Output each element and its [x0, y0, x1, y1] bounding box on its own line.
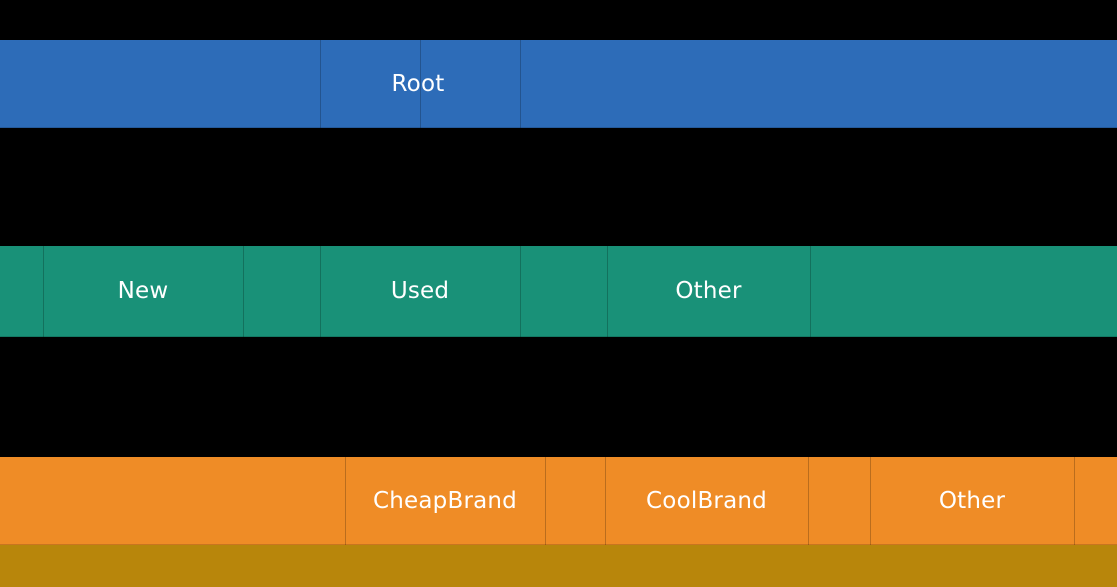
chart-node-brand-6[interactable] — [1074, 457, 1117, 545]
chart-node-brand-0[interactable] — [0, 457, 345, 545]
chart-node-label: New — [117, 278, 169, 304]
chart-node-label: CheapBrand — [373, 487, 517, 514]
chart-node-used[interactable]: Used — [320, 246, 520, 337]
chart-level-brand: CheapBrand CoolBrand Other — [0, 457, 1117, 545]
chart-level-condition: New Used Other — [0, 246, 1117, 337]
chart-node-leaf-0[interactable] — [0, 545, 1117, 587]
chart-level-root: Root — [0, 40, 1117, 128]
chart-node-root-2[interactable] — [420, 40, 520, 128]
chart-node-condition-4[interactable] — [520, 246, 607, 337]
chart-node-root-0[interactable] — [0, 40, 320, 128]
chart-node-cheapbrand[interactable]: CheapBrand — [345, 457, 545, 545]
chart-node-condition-2[interactable] — [243, 246, 320, 337]
chart-node-root[interactable] — [320, 40, 420, 128]
chart-node-label: Other — [675, 278, 742, 304]
chart-node-condition-0[interactable] — [0, 246, 43, 337]
chart-node-coolbrand[interactable]: CoolBrand — [605, 457, 808, 545]
chart-node-label: CoolBrand — [646, 487, 767, 514]
chart-node-root-3[interactable] — [520, 40, 1117, 128]
chart-node-new[interactable]: New — [43, 246, 243, 337]
chart-node-condition-6[interactable] — [810, 246, 1117, 337]
chart-node-label: Other — [938, 487, 1006, 514]
chart-node-brand-4[interactable] — [808, 457, 870, 545]
chart-node-brand-2[interactable] — [545, 457, 605, 545]
chart-level-leaf — [0, 545, 1117, 587]
chart-node-label: Used — [390, 278, 450, 304]
chart-node-other[interactable]: Other — [607, 246, 810, 337]
chart-node-other[interactable]: Other — [870, 457, 1074, 545]
